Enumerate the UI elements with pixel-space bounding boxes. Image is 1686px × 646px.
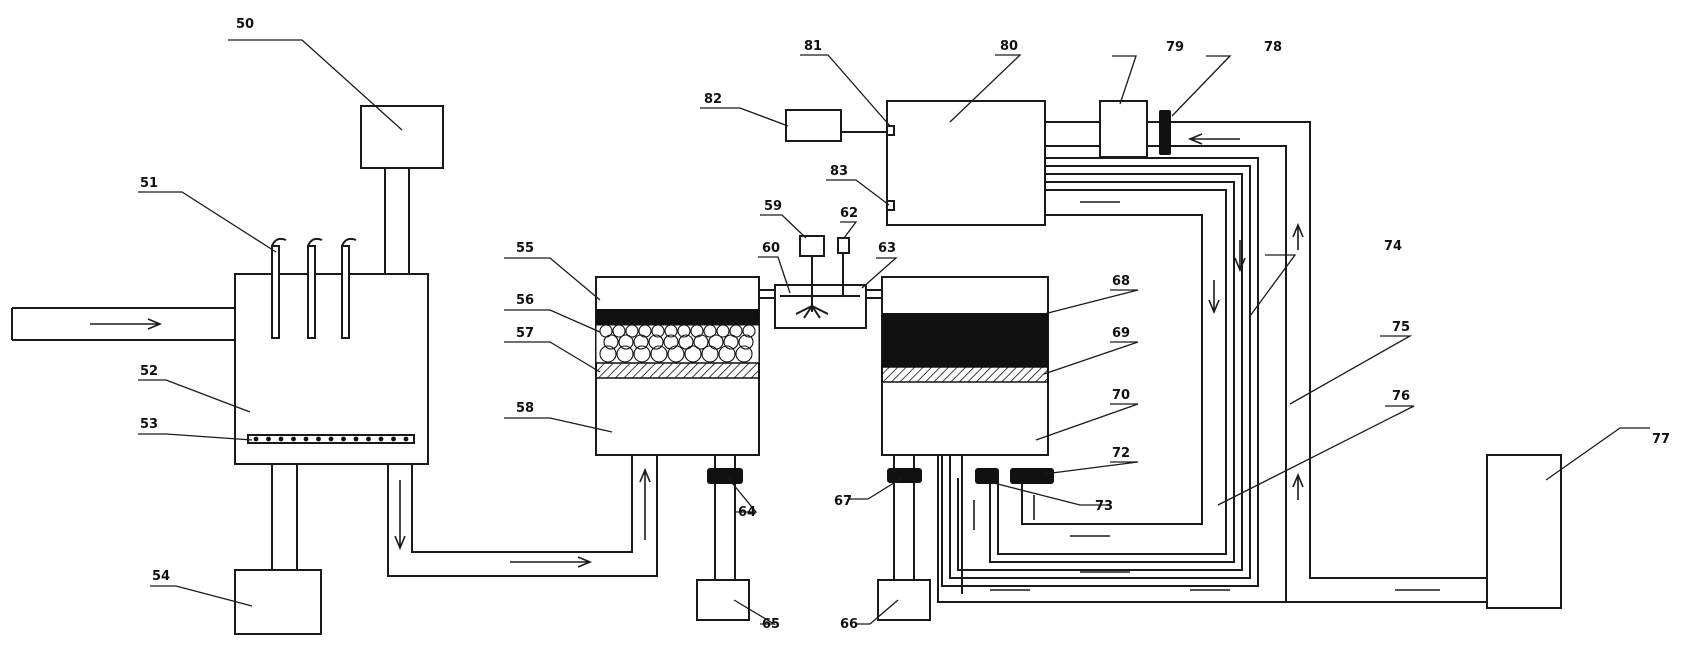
label-66: 66 xyxy=(840,617,858,632)
reactor-52 xyxy=(234,273,429,465)
bottom-box-54 xyxy=(234,569,322,635)
label-72: 72 xyxy=(1112,446,1130,461)
tank-77 xyxy=(1486,454,1562,609)
label-83: 83 xyxy=(830,164,848,179)
connector-pipes xyxy=(759,289,882,299)
pipe-return xyxy=(937,455,1286,603)
outlet-pipe-67 xyxy=(887,455,922,583)
pipe-74-bundle xyxy=(941,157,1259,587)
top-box-50 xyxy=(360,105,444,169)
layer-55 xyxy=(596,309,759,325)
label-58: 58 xyxy=(516,401,534,416)
label-79: 79 xyxy=(1166,40,1184,55)
port-83 xyxy=(886,200,895,211)
valve-73 xyxy=(975,468,999,484)
label-57: 57 xyxy=(516,326,534,341)
label-80: 80 xyxy=(1000,39,1018,54)
inlet-pipe xyxy=(11,307,235,341)
pipe-75 xyxy=(1045,121,1487,603)
layer-68 xyxy=(882,313,1048,367)
label-76: 76 xyxy=(1392,389,1410,404)
label-82: 82 xyxy=(704,92,722,107)
port-81 xyxy=(886,125,895,136)
label-55: 55 xyxy=(516,241,534,256)
label-51: 51 xyxy=(140,176,158,191)
pump-79 xyxy=(1099,100,1148,158)
box-50-pipe xyxy=(384,168,410,274)
pipe-76 xyxy=(1021,201,1220,537)
label-56: 56 xyxy=(516,293,534,308)
label-73: 73 xyxy=(1095,499,1113,514)
outlet-pipe-64 xyxy=(707,455,743,583)
mixing-tank-63 xyxy=(774,284,867,329)
box-66 xyxy=(877,579,931,621)
pebble-media xyxy=(599,324,756,363)
label-68: 68 xyxy=(1112,274,1130,289)
label-65: 65 xyxy=(762,617,780,632)
label-77: 77 xyxy=(1652,432,1670,447)
controller-82 xyxy=(785,109,842,142)
probes-51 xyxy=(271,237,357,339)
transfer-pipe xyxy=(387,455,658,577)
label-59: 59 xyxy=(764,199,782,214)
label-50: 50 xyxy=(236,17,254,32)
label-75: 75 xyxy=(1392,320,1410,335)
label-60: 60 xyxy=(762,241,780,256)
label-67: 67 xyxy=(834,494,852,509)
box-65 xyxy=(696,579,750,621)
label-52: 52 xyxy=(140,364,158,379)
box-54-pipe xyxy=(271,464,298,570)
label-69: 69 xyxy=(1112,326,1130,341)
label-62: 62 xyxy=(840,206,858,221)
layer-57 xyxy=(595,362,760,379)
part-labels: 50 51 52 53 54 55 56 57 58 59 60 62 63 6… xyxy=(140,17,1670,632)
valve-72 xyxy=(1010,468,1054,484)
valve-78 xyxy=(1159,110,1171,155)
mixer-shaft-60 xyxy=(795,256,829,319)
layer-69 xyxy=(881,366,1049,383)
label-64: 64 xyxy=(738,505,756,520)
sensor-62 xyxy=(837,237,850,254)
label-74: 74 xyxy=(1384,239,1402,254)
control-box-80 xyxy=(886,100,1046,226)
label-63: 63 xyxy=(878,241,896,256)
aerator-53 xyxy=(247,434,415,444)
label-70: 70 xyxy=(1112,388,1130,403)
label-54: 54 xyxy=(152,569,170,584)
label-81: 81 xyxy=(804,39,822,54)
mixer-motor-59 xyxy=(799,235,825,257)
leader-lines xyxy=(138,39,1650,625)
label-53: 53 xyxy=(140,417,158,432)
label-78: 78 xyxy=(1264,40,1282,55)
